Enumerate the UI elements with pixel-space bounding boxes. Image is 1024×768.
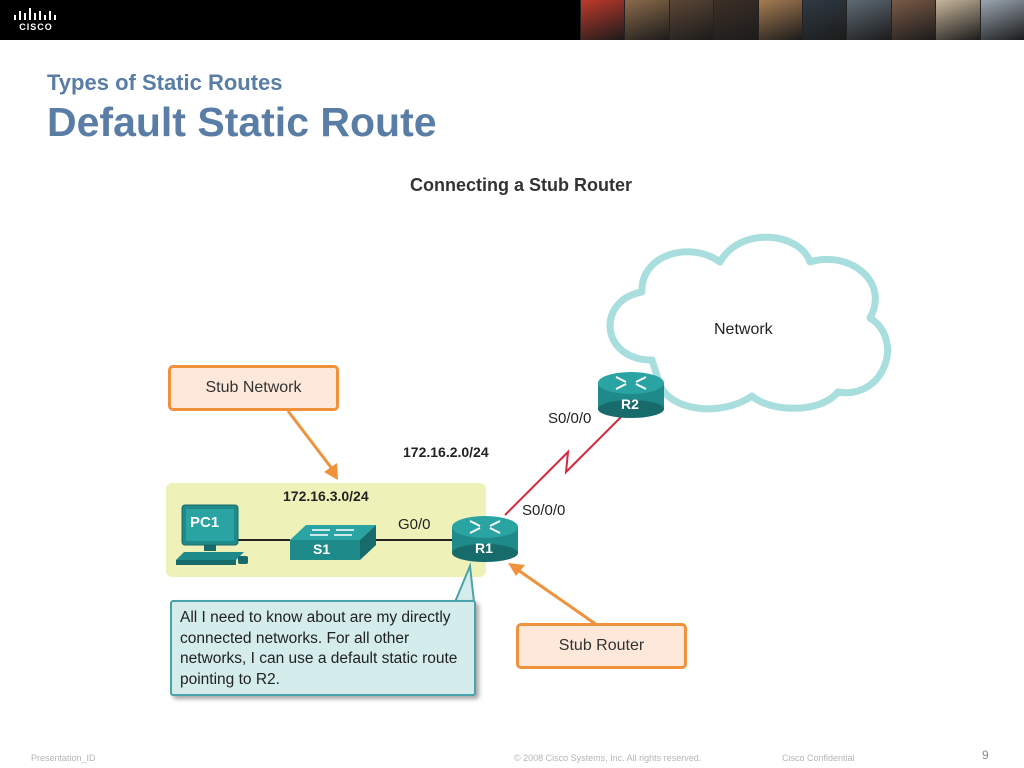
- wan-network-label: 172.16.2.0/24: [403, 444, 489, 460]
- router-r2-label: R2: [621, 396, 639, 412]
- footer-copyright: © 2008 Cisco Systems, Inc. All rights re…: [514, 753, 701, 763]
- stub-network-callout: Stub Network: [168, 365, 339, 411]
- pc1-label: PC1: [190, 514, 219, 531]
- lan-network-label: 172.16.3.0/24: [283, 488, 369, 504]
- stub-router-arrow: [518, 570, 597, 625]
- stub-network-arrow: [288, 411, 333, 470]
- cloud-label: Network: [714, 321, 773, 339]
- stub-router-note: All I need to know about are my directly…: [170, 600, 476, 696]
- r2-interface-label: S0/0/0: [548, 410, 591, 427]
- page-number: 9: [982, 748, 989, 762]
- switch-s1-icon: [290, 525, 376, 560]
- switch-s1-label: S1: [313, 541, 330, 557]
- r1-lan-interface-label: G0/0: [398, 516, 431, 533]
- footer-confidential: Cisco Confidential: [782, 753, 855, 763]
- stub-router-callout: Stub Router: [516, 623, 687, 669]
- footer-presentation-id: Presentation_ID: [31, 753, 96, 763]
- r1-serial-interface-label: S0/0/0: [522, 502, 565, 519]
- router-r1-label: R1: [475, 540, 493, 556]
